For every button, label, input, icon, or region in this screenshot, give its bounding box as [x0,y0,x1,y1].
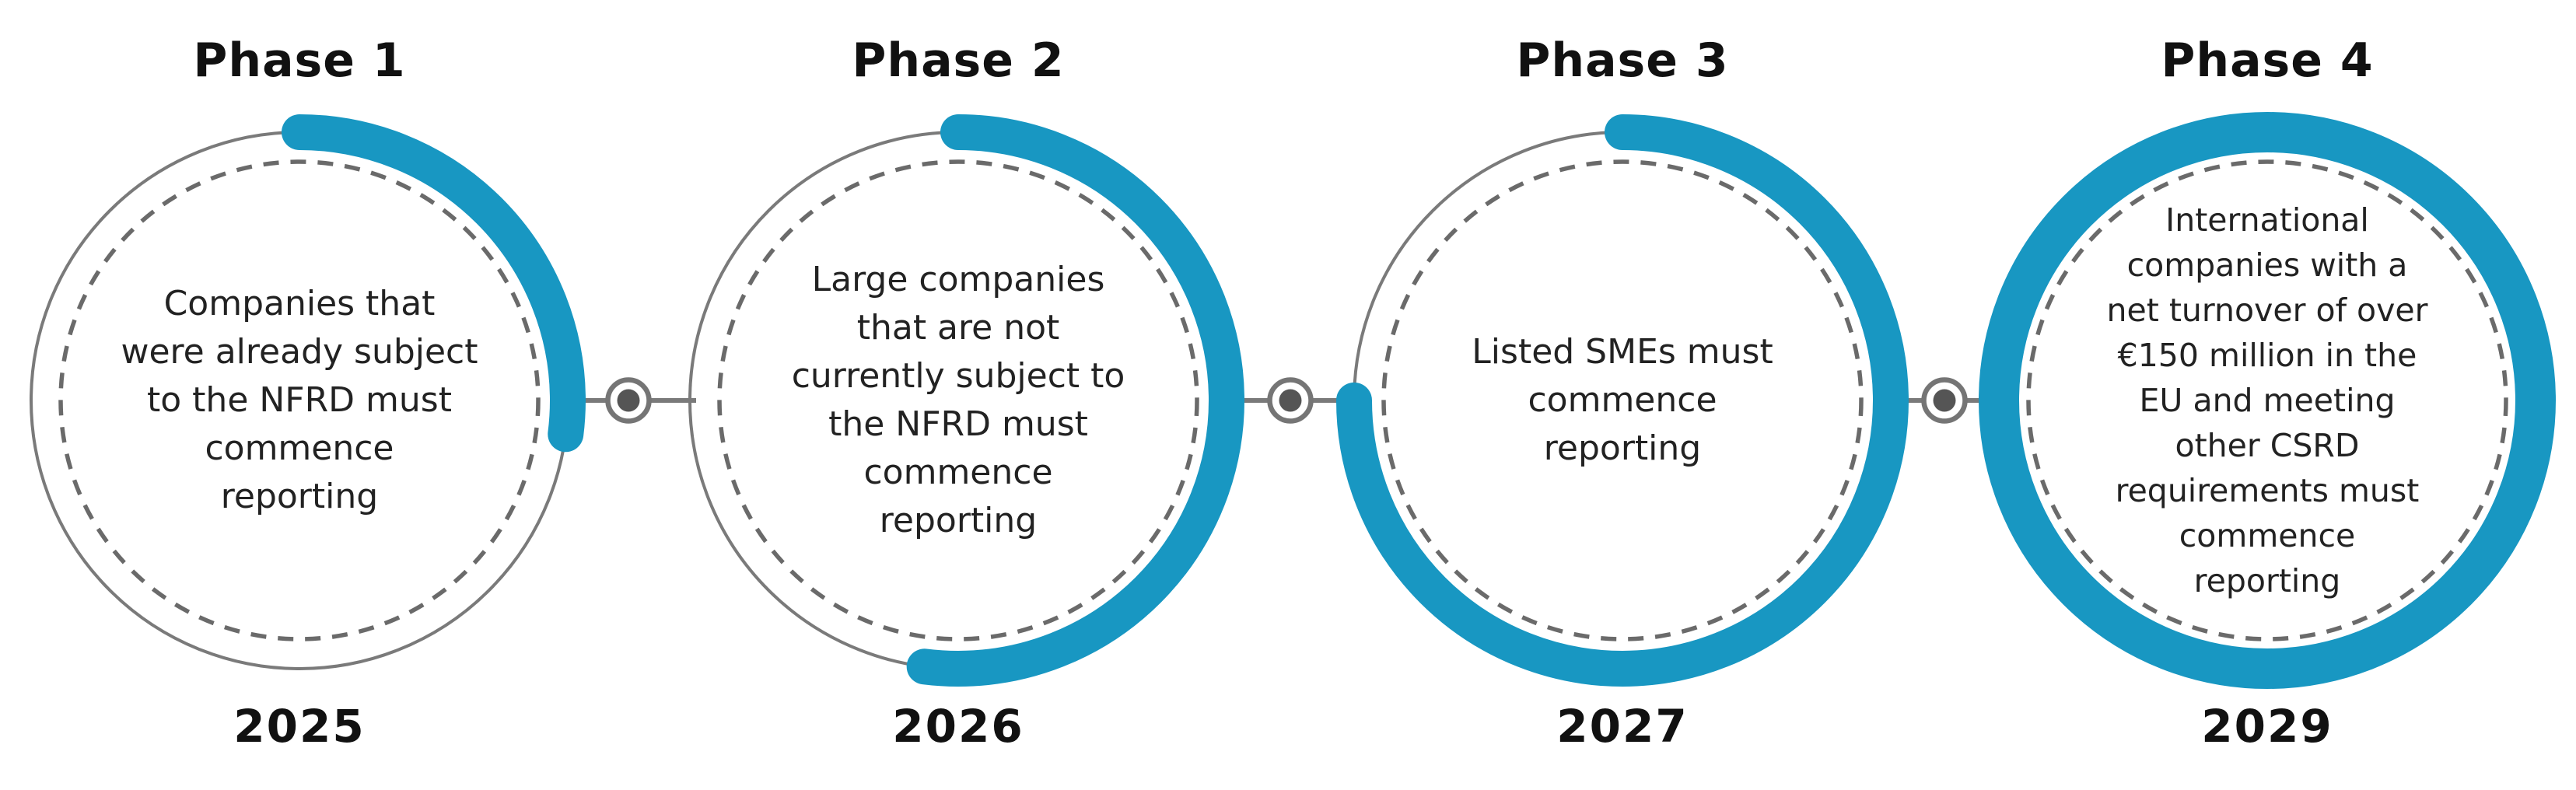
dashed-inner-circle [2026,159,2508,641]
phase-description: Large companies that are not currently s… [791,260,1125,540]
progress-ring-graphic [672,114,1244,687]
milestone-dot-core-icon [617,389,640,412]
phase-title: Phase 4 [2161,33,2374,88]
phase-description: Companies that were already subject to t… [121,284,478,516]
progress-ring-graphic [13,114,586,687]
milestone-dot-core-icon [1279,389,1302,412]
progress-ring: Large companies that are not currently s… [663,105,1254,696]
phase-year: 2029 [2201,700,2333,753]
dashed-inner-circle [717,159,1199,641]
phase-group-3: Phase 3 Listed SMEs must commence report… [1327,0,1918,790]
phase-title: Phase 1 [193,33,406,88]
progress-ring-graphic [1336,114,1909,687]
progress-ring: International companies with a net turno… [1972,105,2563,696]
progress-ring: Companies that were already subject to t… [4,105,595,696]
phase-year: 2026 [892,700,1024,753]
phase-group-2: Phase 2 Large companies that are not cur… [663,0,1254,790]
phase-group-1: Phase 1 Companies that were already subj… [4,0,595,790]
phase-year: 2027 [1556,700,1689,753]
phase-description: International companies with a net turno… [2106,201,2428,599]
connector-1 [562,377,696,424]
progress-ring: Listed SMEs must commence reporting [1327,105,1918,696]
milestone-dot-core-icon [1933,389,1956,412]
progress-ring-graphic [1979,112,2556,689]
phase-group-4: Phase 4 International companies with a n… [1972,0,2563,790]
progress-arc [672,114,1244,687]
phase-year: 2025 [233,700,366,753]
phase-title: Phase 3 [1516,33,1729,88]
progress-arc [1336,114,1909,687]
phase-description: Listed SMEs must commence reporting [1472,332,1773,468]
phase-title: Phase 2 [852,33,1065,88]
dashed-inner-circle [58,159,541,641]
dashed-inner-circle [1381,159,1864,641]
progress-arc [1979,112,2556,689]
progress-arc [13,114,586,687]
